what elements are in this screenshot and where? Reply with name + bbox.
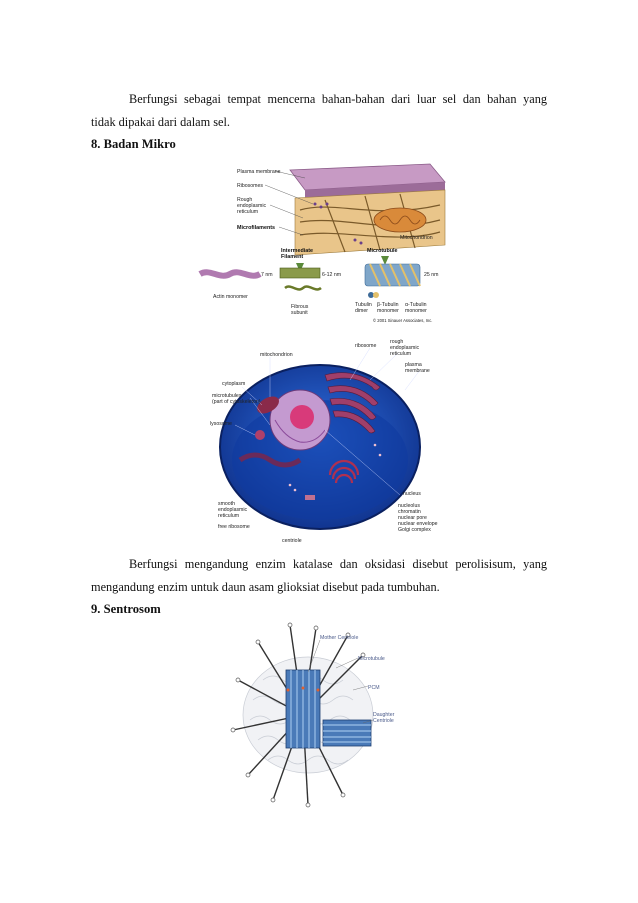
- label-mother-centriole: Mother Centriole: [320, 635, 358, 641]
- label-microtubules: microtubules: [212, 393, 242, 399]
- smooth-er-shape: [238, 452, 302, 468]
- label-centriole: centriole: [282, 538, 302, 544]
- label-nuclear-pore: nuclear pore: [398, 515, 427, 521]
- label-nucleus: nucleus: [403, 491, 421, 497]
- daughter-centriole-shape: [322, 719, 372, 747]
- label-alpha-tubulin: α-Tubulin: [405, 302, 427, 308]
- label-daughter-centriole: Daughter: [373, 712, 395, 718]
- copyright-text: © 2001 Sinauer Associates, Inc.: [373, 318, 432, 323]
- cytoskeleton-diagram: Plasma membrane Ribosomes Rough endoplas…: [198, 163, 446, 323]
- svg-text:reticulum: reticulum: [218, 513, 239, 519]
- label-6-12nm: 6-12 nm: [322, 272, 341, 278]
- svg-text:endoplasmic: endoplasmic: [218, 507, 248, 513]
- label-pcm: PCM: [368, 685, 380, 691]
- paragraph-2-line-2: mengandung enzim untuk daun asam glioksi…: [91, 580, 440, 594]
- label-plasma-membrane: Plasma membrane: [237, 169, 281, 175]
- label-microfilaments: Microfilaments: [237, 225, 275, 231]
- mother-centriole-shape: [285, 669, 321, 749]
- label-rough-er: Rough: [237, 197, 252, 203]
- label-cytoplasm: cytoplasm: [222, 381, 245, 387]
- svg-text:subunit: subunit: [291, 310, 308, 316]
- paragraph-1-line-1: Berfungsi sebagai tempat mencerna bahan-…: [129, 92, 547, 106]
- paragraph-1-line-2: tidak dipakai dari dalam sel.: [91, 115, 230, 129]
- label-actin-monomer: Actin monomer: [213, 294, 248, 300]
- heading-sentrosom: 9. Sentrosom: [91, 602, 161, 616]
- label-mitochondrion: mitochondrion: [260, 352, 293, 358]
- svg-text:Filament: Filament: [281, 254, 303, 260]
- intermediate-filament-shape: [279, 267, 321, 279]
- svg-text:Centriole: Centriole: [373, 718, 394, 724]
- label-intermediate-filament: Intermediate: [281, 248, 313, 254]
- paragraph-2-line-1: Berfungsi mengandung enzim katalase dan …: [129, 557, 547, 571]
- microtubule-shape: [364, 263, 421, 287]
- rough-er-shape: [324, 372, 381, 434]
- golgi-shape: [328, 459, 360, 484]
- label-free-ribosome: free ribosome: [218, 524, 250, 530]
- label-golgi: Golgi complex: [398, 527, 431, 533]
- svg-text:dimer: dimer: [355, 308, 368, 314]
- label-smooth-er: smooth: [218, 501, 235, 507]
- centrosome-diagram: Mother Centriole Microtubule PCM Daughte…: [230, 622, 395, 808]
- centriole-shape: [305, 495, 315, 500]
- nucleolus-shape: [290, 405, 314, 429]
- label-plasma-membrane: plasma: [405, 362, 422, 368]
- label-mitochondrion: Mitochondrion: [400, 235, 433, 241]
- label-microtubule: Microtubule: [358, 656, 385, 662]
- label-beta-tubulin: β-Tubulin: [377, 302, 399, 308]
- mitochondrion-shape: [257, 396, 279, 414]
- svg-text:endoplasmic: endoplasmic: [390, 345, 420, 351]
- svg-text:membrane: membrane: [405, 368, 430, 374]
- label-rough-er: rough: [390, 339, 403, 345]
- label-chromatin: chromatin: [398, 509, 421, 515]
- actin-filament-shape: [198, 269, 262, 279]
- svg-text:monomer: monomer: [405, 308, 427, 314]
- label-microtubule: Microtubule: [367, 248, 398, 254]
- cell-interior-shape: [294, 189, 446, 256]
- label-fibrous-subunit: Fibrous: [291, 304, 309, 310]
- label-ribosome: ribosome: [355, 343, 376, 349]
- svg-text:endoplasmic: endoplasmic: [237, 203, 267, 209]
- label-tubulin-dimer: Tubulin: [355, 302, 372, 308]
- label-lysosome: lysosome: [210, 421, 232, 427]
- lysosome-shape: [255, 430, 265, 440]
- svg-text:reticulum: reticulum: [390, 351, 411, 357]
- label-25nm: 25 nm: [424, 272, 438, 278]
- label-nucleolus: nucleolus: [398, 503, 420, 509]
- label-ribosomes: Ribosomes: [237, 183, 263, 189]
- animal-cell-diagram: mitochondrion ribosome rough endoplasmic…: [210, 339, 438, 544]
- heading-badan-mikro: 8. Badan Mikro: [91, 137, 176, 151]
- svg-text:monomer: monomer: [377, 308, 399, 314]
- label-7nm: 7 nm: [261, 272, 273, 278]
- label-nuclear-envelope: nuclear envelope: [398, 521, 438, 527]
- svg-text:reticulum: reticulum: [237, 209, 258, 215]
- svg-text:(part of cytoskeleton): (part of cytoskeleton): [212, 399, 261, 405]
